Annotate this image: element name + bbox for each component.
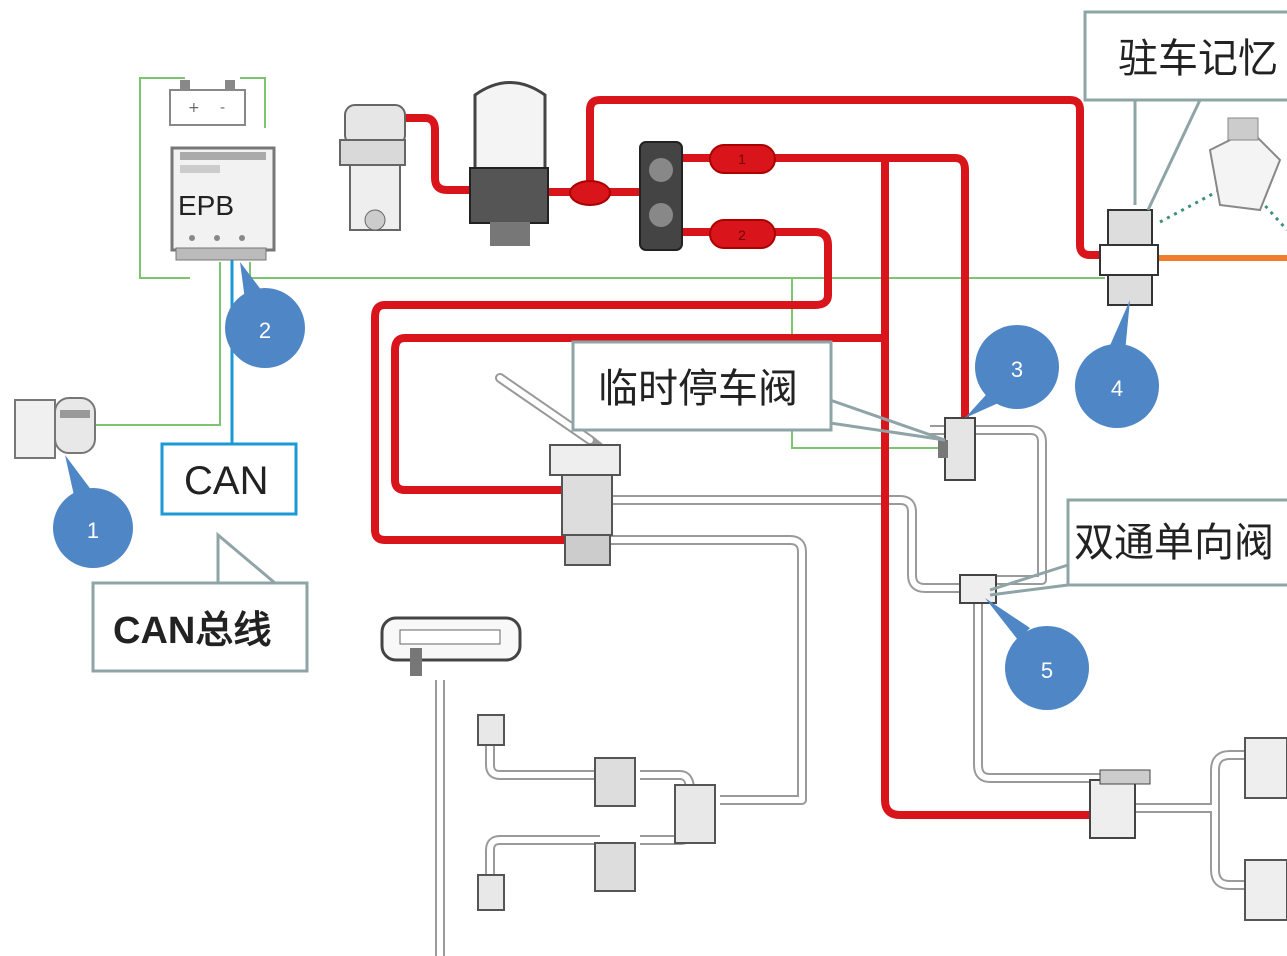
svg-text:+: + [188,100,200,116]
callout-can-bus: CAN总线 [91,531,309,673]
callout-two-way-check-valve: 双通单向阀 [989,498,1287,597]
epb-controller: EPB [170,146,276,261]
reservoir-1-mark: 1 [738,151,746,167]
marker-5-number: 5 [1041,658,1053,683]
can-box: CAN [160,442,298,516]
reservoir-2: 2 [709,219,776,249]
marker-1: 1 [53,455,133,568]
marker-3: 3 [965,325,1059,418]
control-switch [14,397,96,459]
relay-valve-bottom [1089,769,1151,839]
epb-label: EPB [178,190,234,221]
marker-5: 5 [985,598,1089,710]
two-way-check-valve-label: 双通单向阀 [1074,520,1274,566]
callout-parking-memory: 驻车记忆 [1083,10,1287,211]
reservoir-2-mark: 2 [738,227,746,243]
marker-1-number: 1 [87,518,99,543]
marker-4: 4 [1075,300,1159,428]
battery-icon: + - [169,80,246,126]
marker-4-number: 4 [1111,376,1123,401]
callout-temporary-parking-valve: 临时停车阀 [571,340,946,442]
reservoir-small [569,180,611,206]
brake-chambers-right [1244,737,1287,921]
reservoir-1: 1 [709,144,776,174]
protection-valve [639,141,683,251]
dash-panel [380,616,522,676]
gray-pipes [435,425,1250,956]
marker-2: 2 [225,262,305,368]
relay-valve-top-right [1208,117,1282,212]
air-compressor [339,104,406,231]
svg-text:-: - [220,100,225,116]
marker-2-number: 2 [259,318,271,343]
temporary-parking-valve [938,417,976,481]
temporary-parking-valve-label: 临时停车阀 [598,366,798,412]
dotted-line-1 [1159,188,1221,224]
marker-3-number: 3 [1011,357,1023,382]
lower-valves [477,714,716,911]
air-dryer [469,81,549,246]
can-bus-label: CAN总线 [113,610,271,652]
parking-memory-label: 驻车记忆 [1118,36,1278,82]
can-label: CAN [184,459,268,503]
parking-memory-valve [1099,209,1159,306]
dotted-line-2 [1258,198,1287,232]
